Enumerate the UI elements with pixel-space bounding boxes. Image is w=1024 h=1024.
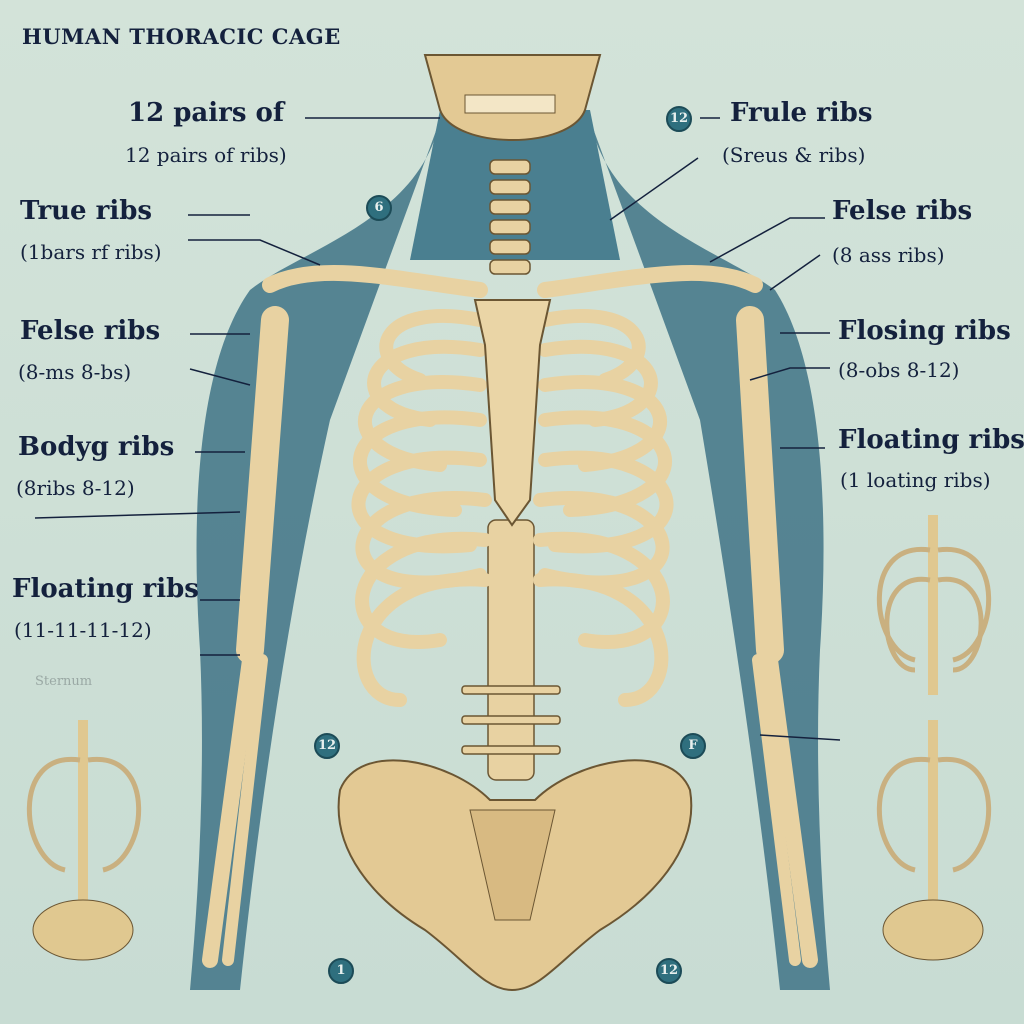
- label-sub: (Sreus & ribs): [722, 143, 866, 167]
- label-heading: Frule ribs: [730, 98, 873, 128]
- thumbnail-right-bottom: [876, 720, 992, 961]
- sternum: [473, 299, 552, 527]
- label-heading: Felse ribs: [832, 196, 973, 226]
- number-badge: 12: [314, 733, 340, 759]
- number-badge: 12: [666, 106, 692, 132]
- thumbnail-right-top: [876, 515, 992, 695]
- thumbnail-left-bottom: [26, 720, 142, 961]
- label-heading: Felse ribs: [20, 316, 161, 346]
- number-badge: 6: [366, 195, 392, 221]
- label-sub: (8-obs 8-12): [838, 358, 960, 382]
- number-badge: F: [680, 733, 706, 759]
- label-sub: (8 ass ribs): [832, 243, 945, 267]
- label-heading: True ribs: [20, 196, 153, 226]
- label-heading: Flosing ribs: [838, 316, 1011, 346]
- label-sub: (1 loating ribs): [840, 468, 991, 492]
- clavicle-right: [537, 264, 763, 298]
- leader-lines: [34, 117, 841, 741]
- spine: [461, 159, 561, 781]
- label-sub: (8ribs 8-12): [16, 476, 135, 500]
- label-faint: Sternum: [35, 674, 93, 689]
- arm-bones: [202, 306, 818, 968]
- label-sub: (1bars rf ribs): [20, 240, 162, 264]
- clavicle-left: [262, 264, 488, 298]
- label-sub: 12 pairs of ribs): [125, 143, 287, 167]
- number-badge: 1: [328, 958, 354, 984]
- label-sub: (11-11-11-12): [14, 618, 152, 642]
- label-heading: Floating ribs: [838, 425, 1024, 455]
- number-badge: 12: [656, 958, 682, 984]
- label-heading: Bodyg ribs: [18, 432, 175, 462]
- label-heading: Floating ribs: [12, 574, 199, 604]
- ribs: [351, 309, 674, 707]
- label-heading: 12 pairs of: [128, 98, 285, 128]
- diagram-title: HUMAN THORACIC CAGE: [22, 24, 341, 49]
- label-sub: (8-ms 8-bs): [18, 360, 132, 384]
